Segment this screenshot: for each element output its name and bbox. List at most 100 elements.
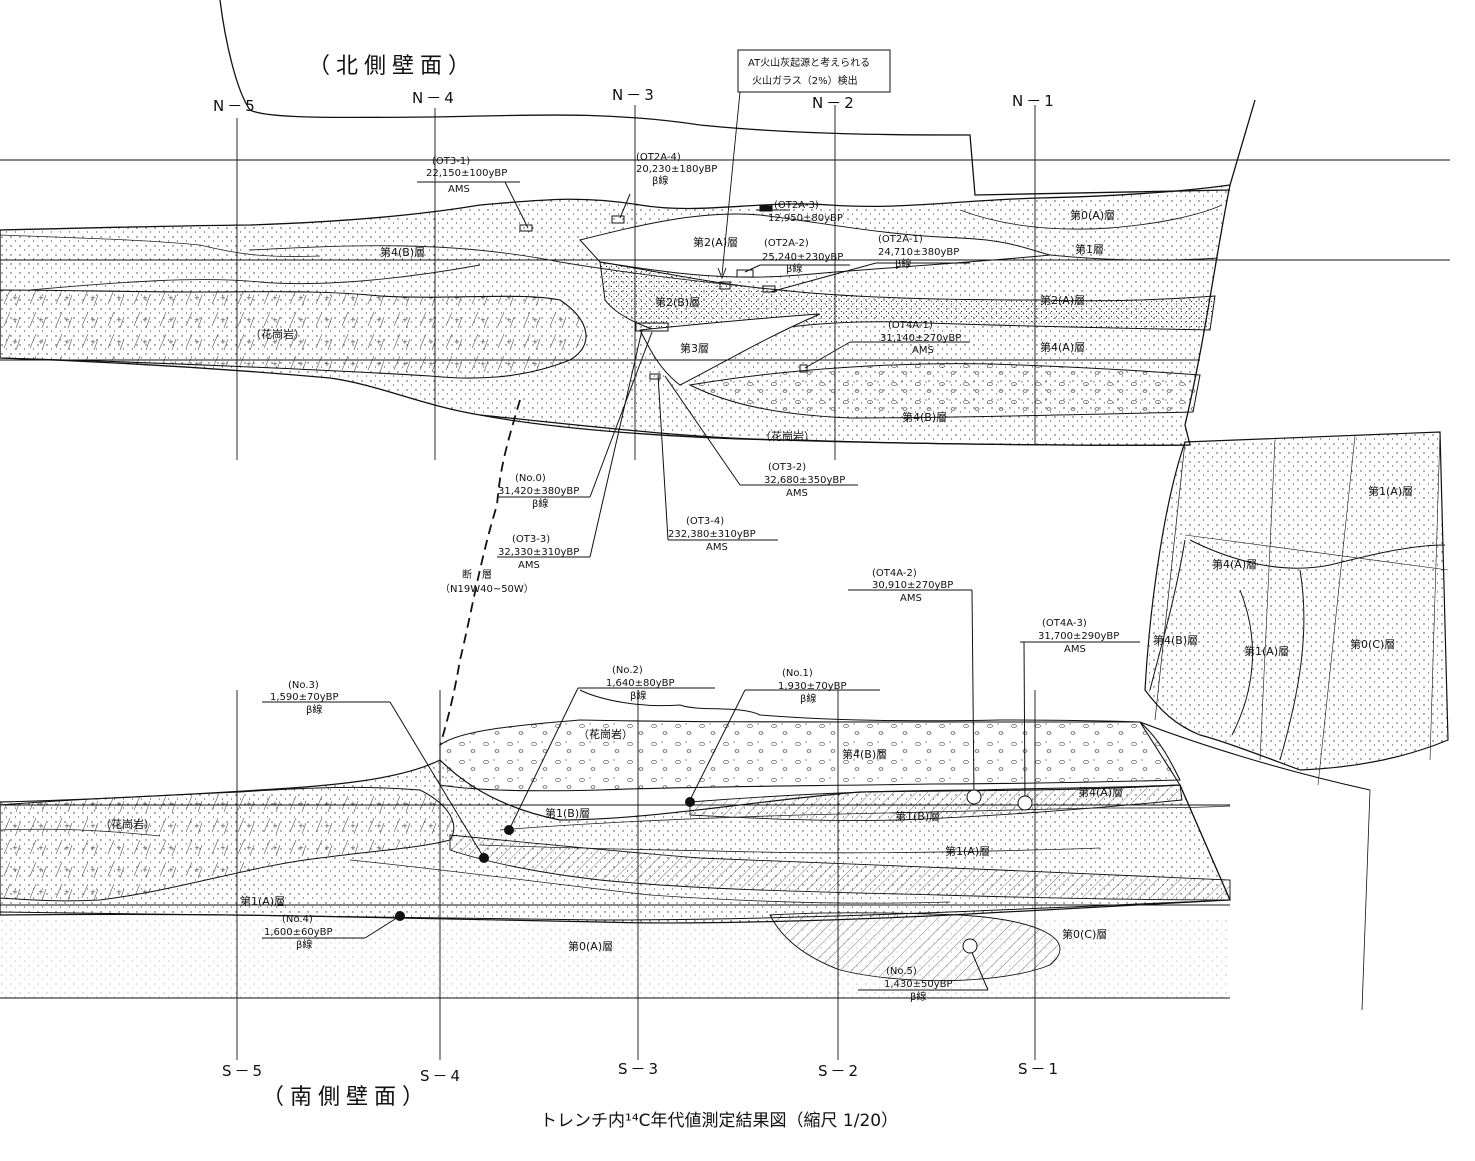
layer-label: 第1層 [1075,242,1104,256]
layer-label: 第4(B)層 [902,410,947,424]
sample-id: (OT2A-2) [764,238,809,249]
layer-label: 第0(A)層 [568,939,613,953]
sample-age: 1,430±50yBP [884,979,953,990]
layer-label: 第2(A)層 [1040,293,1085,307]
sample-age: 232,380±310yBP [668,529,756,540]
layer-label: 第1(A)層 [945,844,990,858]
layer-label: 第2(B)層 [655,295,700,309]
sample-method: AMS [448,184,470,195]
sample-age: 32,680±350yBP [764,475,845,486]
sample-age: 25,240±230yBP [762,252,843,263]
sample-age: 20,230±180yBP [636,164,717,175]
sample-age: 1,590±70yBP [270,692,339,703]
layer-label: 第4(B)層 [1153,633,1198,647]
sample-age: 1,600±60yBP [264,927,333,938]
grid-label-s4: S－4 [420,1067,463,1085]
sample-method: β線 [895,257,911,270]
layer-label: 第1(A)層 [1368,484,1413,498]
sample-method: β線 [630,689,646,702]
sample-id: (No.0) [515,473,546,484]
sample-id: (No.4) [282,914,313,925]
sample-id: (OT3-2) [768,462,806,473]
figure-title: トレンチ内¹⁴C年代値測定結果図（縮尺 1/20） [540,1111,898,1131]
sample-age: 1,640±80yBP [606,678,675,689]
sample-age: 31,700±290yBP [1038,631,1119,642]
sample-annotations [262,181,1140,991]
note-line-2: 火山ガラス（2%）検出 [752,74,858,87]
grid-label-n3: N－3 [612,86,657,104]
sample-method: AMS [786,488,808,499]
sample-age: 1,930±70yBP [778,681,847,692]
layer-label: （花崗岩） [250,327,305,341]
sample-method: AMS [706,542,728,553]
sample-method: β線 [910,990,926,1003]
grid-label-n4: N－4 [412,89,457,107]
sample-age: 12,950±80yBP [768,213,843,224]
sample-id: (No.2) [612,665,643,676]
layer-label: 第0(C)層 [1350,637,1395,651]
sample-method: β線 [306,703,322,716]
layer-labels: 第4(B)層 （花崗岩） 第2(A)層 第2(B)層 第3層 第0(A)層 第1… [100,208,1413,953]
sample-method: AMS [518,560,540,571]
grid-label-s1: S－1 [1018,1060,1061,1078]
south-wall-section [0,689,1231,998]
grid-label-s2: S－2 [818,1062,861,1080]
grid-label-n2: N－2 [812,94,857,112]
east-wall-section [1139,431,1449,1011]
layer-label: （花崗岩） [100,817,155,831]
grid-label-n5: N－5 [213,97,258,115]
sample-method: β線 [532,497,548,510]
sample-age: 30,910±270yBP [872,580,953,591]
sample-id: (OT3-3) [512,534,550,545]
sample-method: AMS [912,345,934,356]
fault-strike: （N19W40~50W） [440,583,534,595]
sample-id: (OT4A-2) [872,568,917,579]
fault-line [439,399,521,746]
sample-method: β線 [786,262,802,275]
sample-method: β線 [296,938,312,951]
sample-age: 22,150±100yBP [426,168,507,179]
sample-id: (OT4A-1) [888,320,933,331]
sample-age: 24,710±380yBP [878,247,959,258]
sample-method: β線 [652,174,668,187]
sample-id: (OT4A-3) [1042,618,1087,629]
sample-id: (No.5) [886,966,917,977]
layer-label: 第4(A)層 [1212,557,1257,571]
layer-label: 第4(A)層 [1078,785,1123,799]
layer-label: 第4(B)層 [842,747,887,761]
layer-label: 第3層 [680,341,709,355]
layer-label: 第0(A)層 [1070,208,1115,222]
sample-id: (OT3-4) [686,516,724,527]
sample-id: (OT2A-1) [878,234,923,245]
volcanic-glass-note: AT火山灰起源と考えられる 火山ガラス（2%）検出 [717,49,891,280]
sample-method: AMS [900,593,922,604]
sample-method: β線 [800,692,816,705]
layer-label: （花崗岩） [578,727,633,741]
layer-label: 第2(A)層 [693,235,738,249]
layer-label: 第1(B)層 [895,809,940,823]
layer-label: 第4(B)層 [380,245,425,259]
layer-label: 第1(A)層 [1244,644,1289,658]
grid-label-s3: S－3 [618,1060,661,1078]
sample-id: (OT2A-3) [774,200,819,211]
sample-id: (OT2A-4) [636,152,681,163]
layer-label: 第1(A)層 [240,894,285,908]
note-line-1: AT火山灰起源と考えられる [748,56,870,69]
layer-label: 第1(B)層 [545,806,590,820]
north-wall-section [0,0,1256,446]
layer-label: 第0(C)層 [1062,927,1107,941]
sample-method: AMS [1064,644,1086,655]
sample-age: 31,140±270yBP [880,333,961,344]
layer-label: （花崗岩） [760,429,815,443]
sample-id: (OT3-1) [432,156,470,167]
sample-id: (No.1) [782,668,813,679]
sample-age: 32,330±310yBP [498,547,579,558]
fault-label: 断 層 [462,568,492,581]
layer-label: 第4(A)層 [1040,340,1085,354]
north-wall-title: （北側壁面） [308,54,476,79]
sample-age: 31,420±380yBP [498,486,579,497]
sample-labels: (OT3-1) 22,150±100yBP AMS (OT2A-4) 20,23… [264,152,1119,1003]
south-wall-title: （南側壁面） [262,1085,430,1110]
